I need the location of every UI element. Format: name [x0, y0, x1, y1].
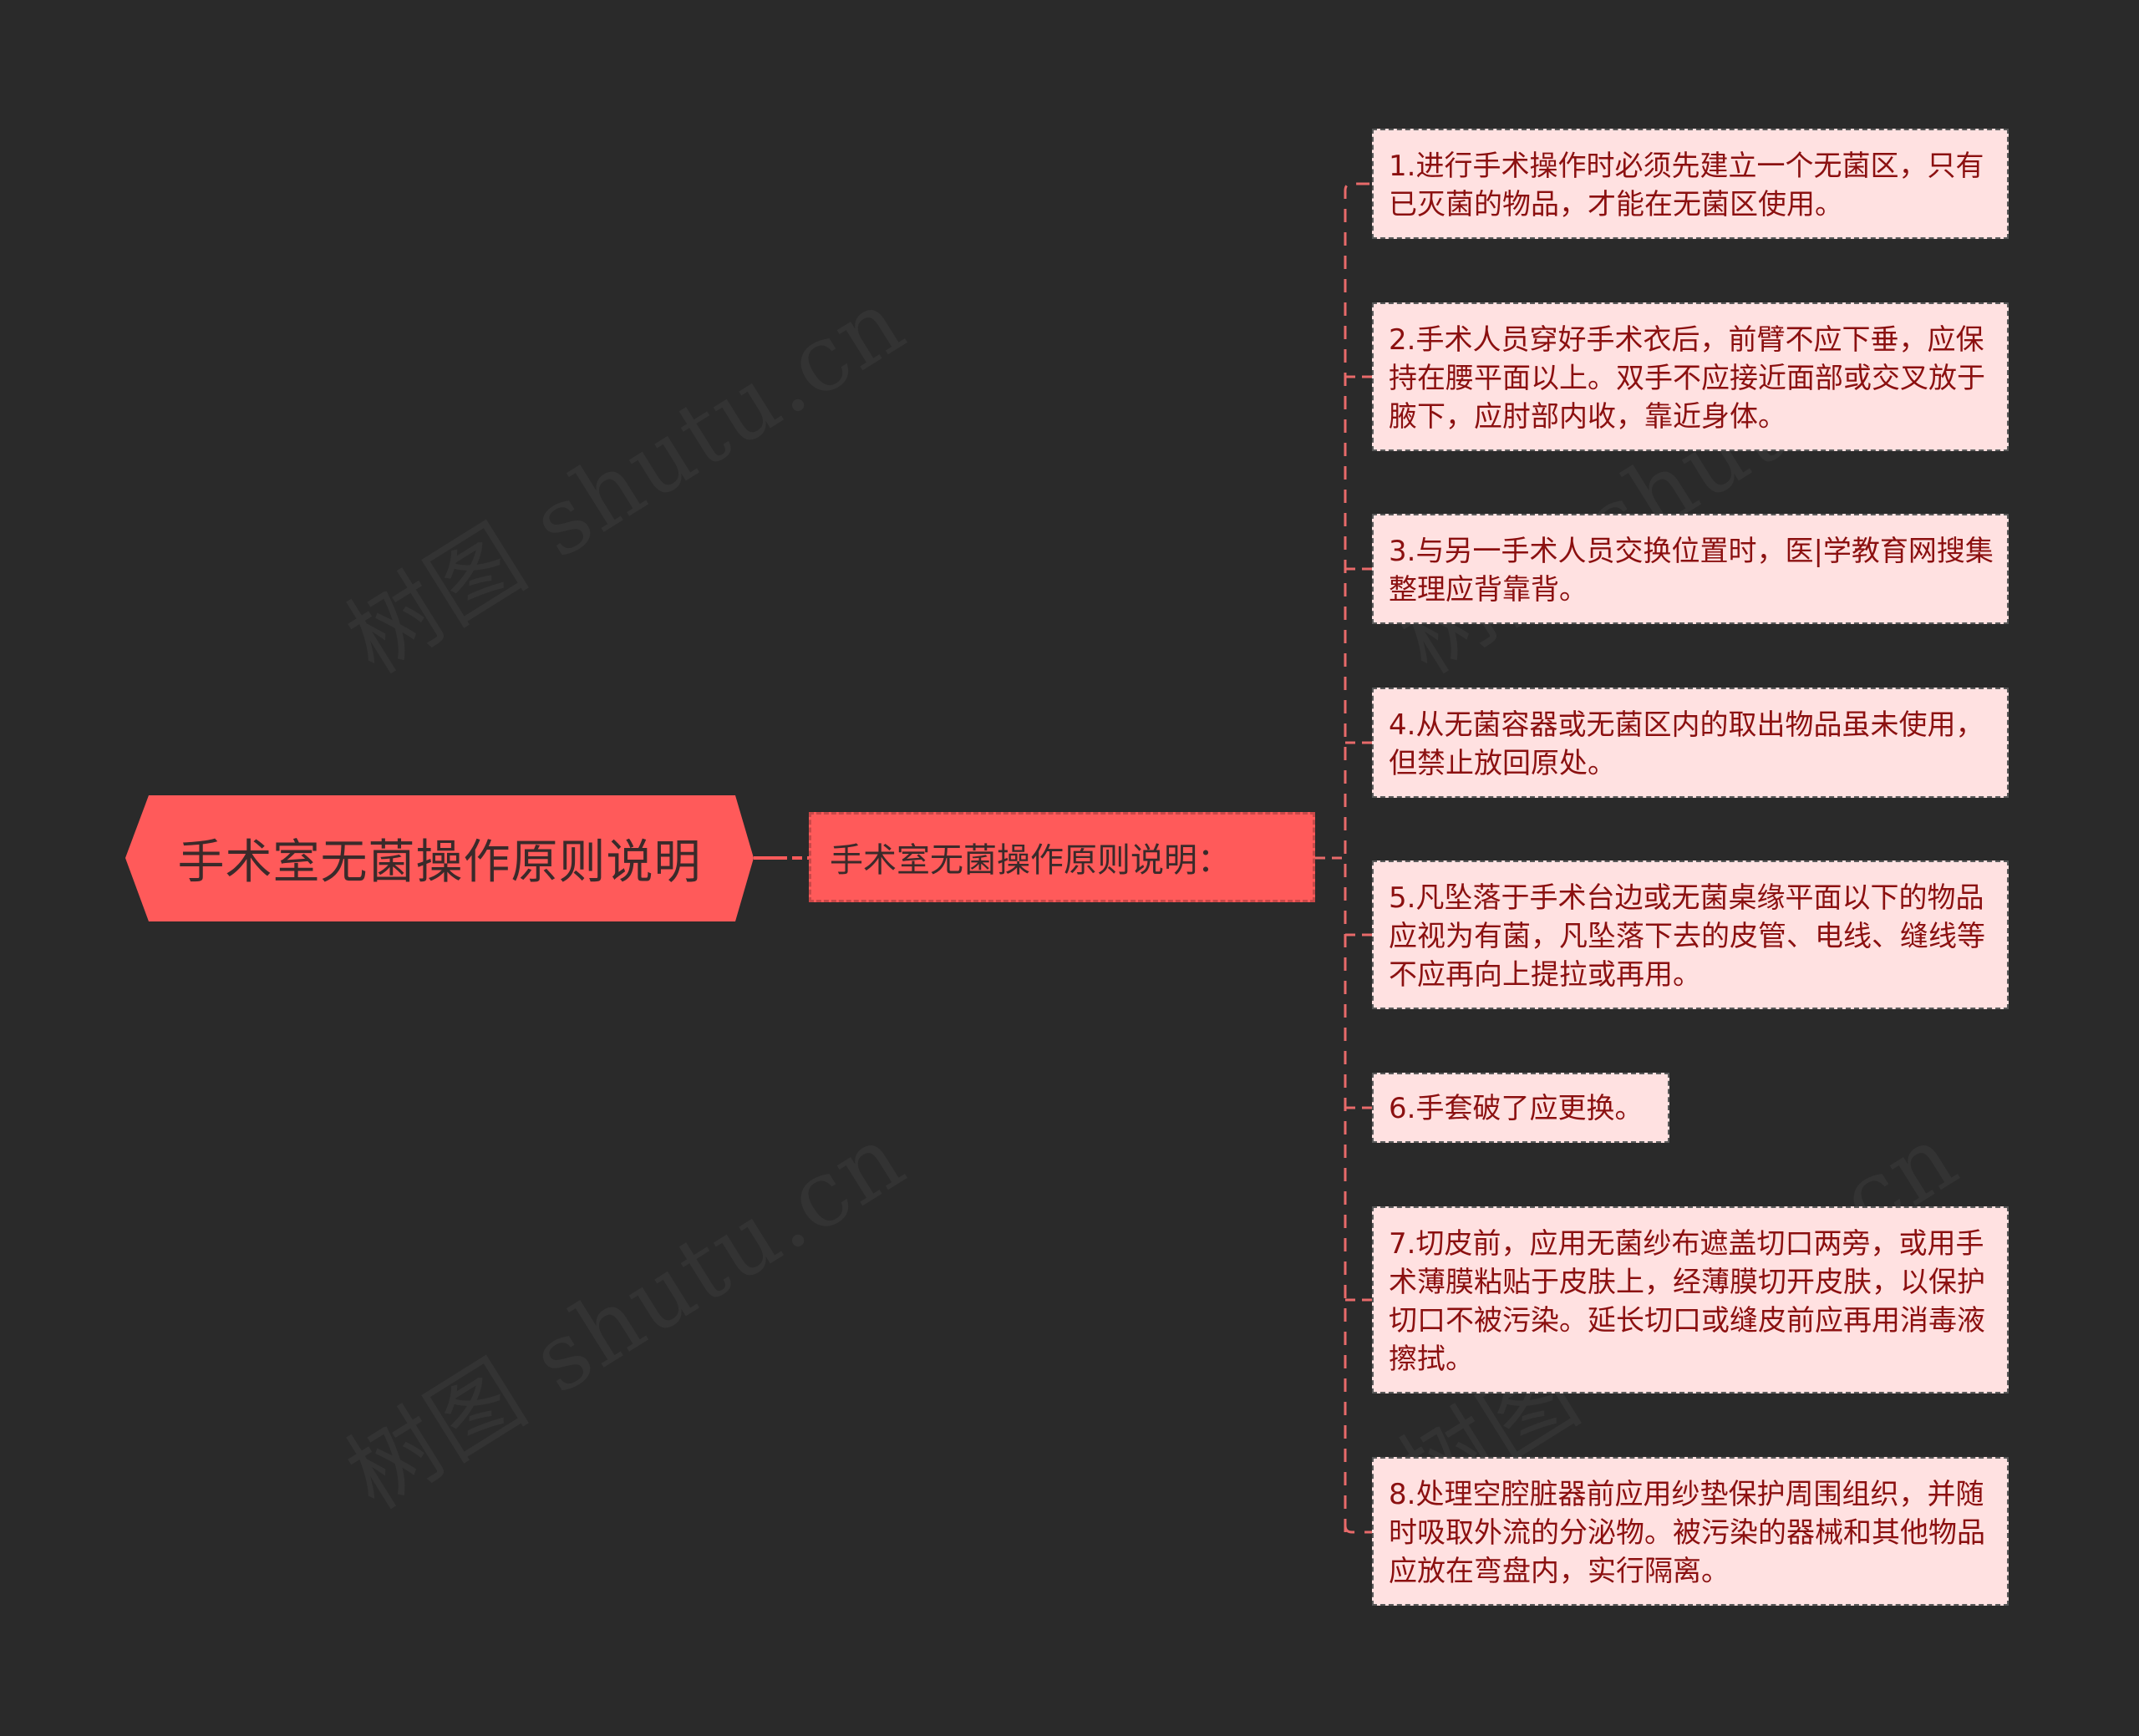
leaf-node-text: 8.处理空腔脏器前应用纱垫保护周围组织，并随时吸取外流的分泌物。被污染的器械和其…: [1389, 1478, 1985, 1588]
leaf-node-3[interactable]: 3.与另一手术人员交换位置时，医|学教育网搜集整理应背靠背。: [1372, 514, 2009, 624]
root-node-label: 手术室无菌操作原则说明: [177, 835, 702, 890]
leaf-node-text: 1.进行手术操作时必须先建立一个无菌区，只有已灭菌的物品，才能在无菌区使用。: [1389, 150, 1984, 221]
leaf-node-text: 4.从无菌容器或无菌区内的取出物品虽未使用，但禁止放回原处。: [1389, 708, 1984, 780]
branch-node[interactable]: 手术室无菌操作原则说明：: [809, 812, 1315, 902]
leaf-node-6[interactable]: 6.手套破了应更换。: [1372, 1073, 1669, 1143]
leaf-node-5[interactable]: 5.凡坠落于手术台边或无菌桌缘平面以下的物品应视为有菌，凡坠落下去的皮管、电线、…: [1372, 860, 2009, 1009]
leaf-node-text: 3.与另一手术人员交换位置时，医|学教育网搜集整理应背靠背。: [1389, 535, 1994, 607]
leaf-node-2[interactable]: 2.手术人员穿好手术衣后，前臂不应下垂，应保持在腰平面以上。双手不应接近面部或交…: [1372, 302, 2009, 451]
leaf-node-text: 5.凡坠落于手术台边或无菌桌缘平面以下的物品应视为有菌，凡坠落下去的皮管、电线、…: [1389, 881, 1985, 992]
root-node[interactable]: 手术室无菌操作原则说明: [125, 795, 754, 921]
leaf-node-7[interactable]: 7.切皮前，应用无菌纱布遮盖切口两旁，或用手术薄膜粘贴于皮肤上，经薄膜切开皮肤，…: [1372, 1206, 2009, 1393]
leaf-node-text: 2.手术人员穿好手术衣后，前臂不应下垂，应保持在腰平面以上。双手不应接近面部或交…: [1389, 323, 1985, 434]
leaf-node-8[interactable]: 8.处理空腔脏器前应用纱垫保护周围组织，并随时吸取外流的分泌物。被污染的器械和其…: [1372, 1457, 2009, 1606]
leaf-node-text: 6.手套破了应更换。: [1389, 1092, 1644, 1125]
branch-node-label: 手术室无菌操作原则说明：: [830, 841, 1231, 880]
trunk-line: [1344, 182, 1372, 1532]
leaf-node-1[interactable]: 1.进行手术操作时必须先建立一个无菌区，只有已灭菌的物品，才能在无菌区使用。: [1372, 129, 2009, 239]
leaf-node-text: 7.切皮前，应用无菌纱布遮盖切口两旁，或用手术薄膜粘贴于皮肤上，经薄膜切开皮肤，…: [1389, 1227, 1985, 1376]
leaf-node-4[interactable]: 4.从无菌容器或无菌区内的取出物品虽未使用，但禁止放回原处。: [1372, 688, 2009, 798]
